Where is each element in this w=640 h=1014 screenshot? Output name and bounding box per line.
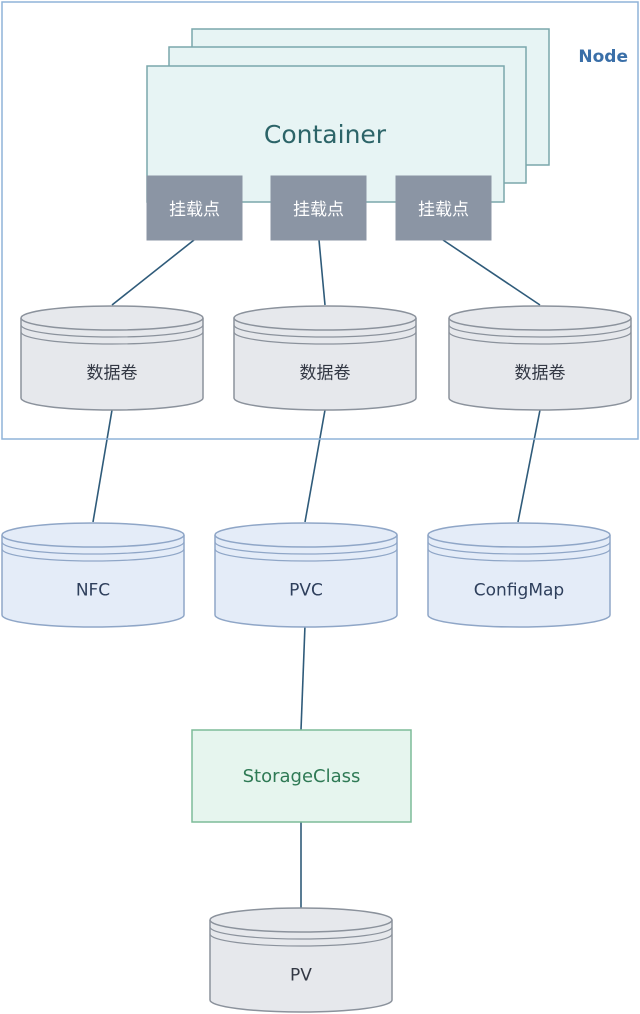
container-stack: Container (146, 28, 550, 203)
connectors (92, 239, 541, 908)
volume-cylinder-body (448, 318, 632, 411)
volume-cylinder-label: 数据卷 (515, 363, 566, 383)
pvc-cylinder: PVC (214, 522, 398, 628)
volume-cylinder-top (448, 305, 632, 331)
connector-mount1-volume1 (111, 239, 195, 306)
configmap-cylinder: ConfigMap (427, 522, 611, 628)
configmap-cylinder-top (427, 522, 611, 548)
container-label: Container (264, 120, 387, 149)
pvc-cylinder-body (214, 535, 398, 628)
volume-cylinder-label: 数据卷 (87, 363, 138, 383)
volume-cylinder-ring (20, 331, 204, 345)
configmap-cylinder-label: ConfigMap (474, 580, 564, 600)
mount-point-box (395, 175, 492, 241)
pv-cylinder-ring (209, 933, 393, 947)
connector-pvc-storageclass (300, 624, 306, 731)
node-boundary (1, 1, 639, 440)
pv-cylinder-ring (209, 926, 393, 940)
mount-point-label: 挂载点 (169, 200, 220, 220)
pv-cylinder: PV (209, 907, 393, 1013)
node-label: Node (578, 47, 628, 67)
connector-mount2-volume2 (318, 239, 326, 306)
configmap-cylinder-ring (427, 548, 611, 562)
pvc-cylinder-label: PVC (289, 580, 323, 600)
storage-class-box (191, 729, 412, 823)
storage-class-label: StorageClass (243, 766, 361, 787)
nfc-cylinder-ring (1, 541, 185, 555)
mount-point-label: 挂载点 (418, 200, 469, 220)
volume-cylinder-body (233, 318, 417, 411)
volume-cylinder-ring (233, 324, 417, 338)
connector-mount3-volume3 (442, 239, 541, 306)
volume-cylinder-ring (20, 324, 204, 338)
volume-cylinder: 数据卷 (20, 305, 204, 411)
connector-volume2-pvc (304, 409, 326, 523)
pv-cylinder-label: PV (290, 965, 312, 985)
volume-cylinder-ring (448, 331, 632, 345)
volume-cylinder-body (20, 318, 204, 411)
connector-volume1-nfc (92, 409, 113, 523)
pvc-cylinder-ring (214, 548, 398, 562)
volume-cylinder-ring (448, 324, 632, 338)
nfc-cylinder-label: NFC (76, 580, 110, 600)
pvc-cylinder-top (214, 522, 398, 548)
mount-point-label: 挂载点 (293, 200, 344, 220)
nfc-cylinder-top (1, 522, 185, 548)
volume-cylinder-top (233, 305, 417, 331)
volume-cylinder: 数据卷 (448, 305, 632, 411)
mount-point-box (146, 175, 243, 241)
mount-point-box (270, 175, 367, 241)
volume-cylinder-label: 数据卷 (300, 363, 351, 383)
volume-cylinder-ring (233, 331, 417, 345)
configmap-cylinder-body (427, 535, 611, 628)
nfc-cylinder-body (1, 535, 185, 628)
pv-cylinder-body (209, 920, 393, 1013)
nfc-cylinder-ring (1, 548, 185, 562)
mount-points: 挂载点 挂载点 挂载点 (146, 175, 492, 241)
configmap-cylinder-ring (427, 541, 611, 555)
volume-cylinder-top (20, 305, 204, 331)
pvc-cylinder-ring (214, 541, 398, 555)
pv-cylinder-top (209, 907, 393, 933)
nfc-cylinder: NFC (1, 522, 185, 628)
connector-volume3-configmap (517, 409, 541, 523)
volume-cylinder: 数据卷 (233, 305, 417, 411)
